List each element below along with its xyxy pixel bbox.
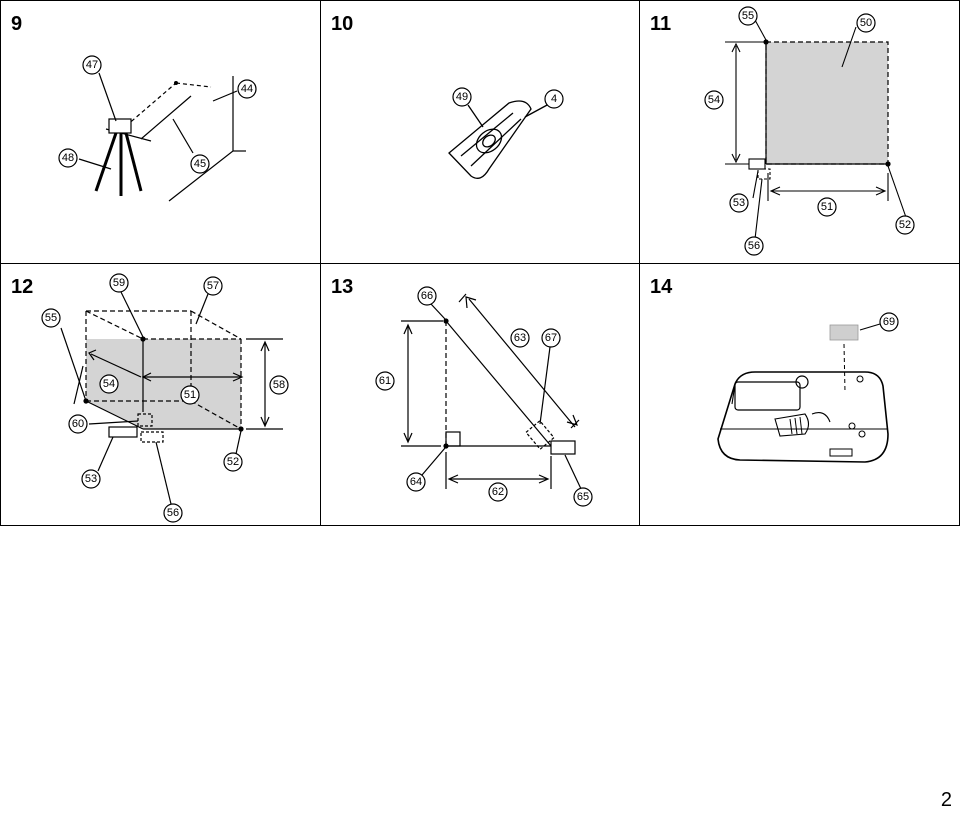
callout-label: 56 xyxy=(748,240,760,252)
callout: 51 xyxy=(817,197,837,217)
callout-label: 45 xyxy=(194,158,206,170)
callout-label: 61 xyxy=(379,375,391,387)
callout: 67 xyxy=(541,328,561,348)
callout: 54 xyxy=(99,374,119,394)
callout: 44 xyxy=(237,79,257,99)
callout: 55 xyxy=(738,6,758,26)
callout: 63 xyxy=(510,328,530,348)
callouts: 49 4 xyxy=(452,87,564,109)
callout: 57 xyxy=(203,276,223,296)
illustration-tripod-laser xyxy=(78,72,246,202)
callout: 55 xyxy=(41,308,61,328)
callout: 49 xyxy=(452,87,472,107)
callout-label: 55 xyxy=(45,312,57,324)
callout-label: 67 xyxy=(545,332,557,344)
callouts: 59 57 55 54 51 58 60 53 52 56 xyxy=(41,273,289,523)
callout: 54 xyxy=(704,90,724,110)
illustration-area-measurement xyxy=(725,19,909,240)
callout: 59 xyxy=(109,273,129,293)
illustration-pythagoras-measurement xyxy=(401,293,583,492)
callout-label: 52 xyxy=(227,456,239,468)
callout: 62 xyxy=(488,482,508,502)
callout-label: 62 xyxy=(492,486,504,498)
callout: 50 xyxy=(856,13,876,33)
panel-11: 11 xyxy=(639,0,960,264)
panel-9: 9 47 44 48 xyxy=(0,0,321,264)
callouts: 66 63 67 61 64 62 65 xyxy=(375,286,593,507)
callout-label: 51 xyxy=(821,201,833,213)
panel-10: 10 49 4 xyxy=(320,0,640,264)
callout-label: 55 xyxy=(742,10,754,22)
panel-number: 10 xyxy=(331,13,354,35)
callout-label: 57 xyxy=(207,280,219,292)
callout-label: 47 xyxy=(86,59,98,71)
panel-number: 14 xyxy=(650,276,673,298)
callout-label: 44 xyxy=(241,83,253,95)
callout-label: 58 xyxy=(273,379,285,391)
panel-13: 13 xyxy=(320,263,640,526)
callouts: 55 50 54 53 51 52 56 xyxy=(704,6,915,256)
callout-label: 63 xyxy=(514,332,526,344)
callout-label: 52 xyxy=(899,219,911,231)
page-number: 2 xyxy=(940,789,952,811)
callout: 56 xyxy=(163,503,183,523)
panel-number: 13 xyxy=(331,276,354,298)
callout: 52 xyxy=(895,215,915,235)
callout-label: 50 xyxy=(860,17,872,29)
callout: 45 xyxy=(190,154,210,174)
callout-label: 65 xyxy=(577,491,589,503)
callout-label: 54 xyxy=(103,378,115,390)
callout: 53 xyxy=(729,193,749,213)
callout: 61 xyxy=(375,371,395,391)
callout-label: 54 xyxy=(708,94,720,106)
callout: 52 xyxy=(223,452,243,472)
callout-label: 66 xyxy=(421,290,433,302)
callout: 47 xyxy=(82,55,102,75)
callout: 66 xyxy=(417,286,437,306)
callout-label: 69 xyxy=(883,316,895,328)
figure-grid: 9 47 44 48 xyxy=(0,0,960,526)
illustration-device-label xyxy=(717,323,889,463)
callout: 58 xyxy=(269,375,289,395)
callout: 51 xyxy=(180,385,200,405)
panel-12: 12 xyxy=(0,263,321,526)
panel-number: 9 xyxy=(11,13,23,35)
callout-label: 60 xyxy=(72,418,84,430)
callout: 53 xyxy=(81,469,101,489)
callout-label: 53 xyxy=(733,197,745,209)
panel-number: 11 xyxy=(650,13,672,35)
illustration-battery-cover xyxy=(448,100,550,179)
callout: 48 xyxy=(58,148,78,168)
callouts: 69 xyxy=(879,312,899,332)
callout-label: 4 xyxy=(551,93,557,105)
callout: 69 xyxy=(879,312,899,332)
panel-14: 14 69 xyxy=(639,263,960,526)
callout-label: 53 xyxy=(85,473,97,485)
callout: 64 xyxy=(406,472,426,492)
callout: 65 xyxy=(573,487,593,507)
callout-label: 49 xyxy=(456,91,468,103)
callout-label: 64 xyxy=(410,476,422,488)
callout-label: 56 xyxy=(167,507,179,519)
callout-label: 51 xyxy=(184,389,196,401)
callouts: 47 44 48 45 xyxy=(58,55,257,174)
callout: 56 xyxy=(744,236,764,256)
panel-number: 12 xyxy=(11,276,34,298)
callout-label: 48 xyxy=(62,152,74,164)
callout: 60 xyxy=(68,414,88,434)
callout: 4 xyxy=(544,89,564,109)
callout-label: 59 xyxy=(113,277,125,289)
